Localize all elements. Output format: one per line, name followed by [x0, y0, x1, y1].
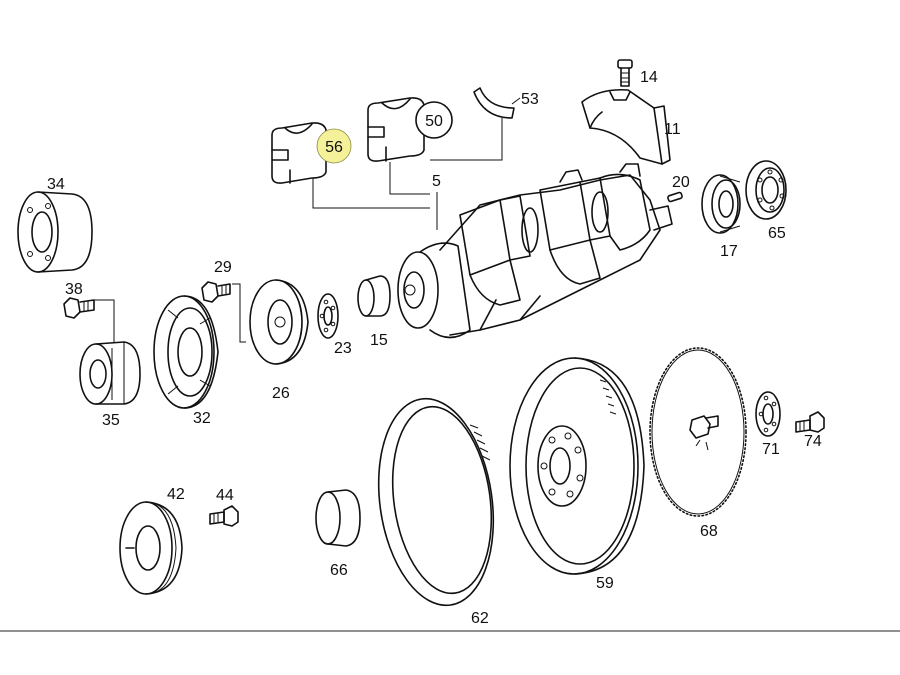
thrust-washer-53[interactable]	[473, 87, 521, 119]
pilot-bearing-17[interactable]	[701, 174, 741, 234]
callout-74: 74	[804, 433, 822, 450]
bearing-shell-56[interactable]	[271, 122, 327, 184]
sleeve-66[interactable]	[315, 489, 361, 547]
bearing-shell-50[interactable]	[367, 97, 425, 162]
belt-pulley-32[interactable]	[153, 295, 219, 409]
bearing-65[interactable]	[745, 160, 787, 220]
counterweight-11[interactable]	[581, 88, 671, 165]
callout-68: 68	[700, 523, 718, 540]
shim-71[interactable]	[755, 391, 781, 437]
callout-26: 26	[272, 385, 290, 402]
sleeve-15[interactable]	[357, 275, 391, 317]
callout-71: 71	[762, 441, 780, 458]
drive-plate-68[interactable]	[649, 347, 747, 517]
callout-20: 20	[672, 174, 690, 191]
vibration-damper-26[interactable]	[249, 279, 309, 365]
hub-35[interactable]	[79, 341, 141, 405]
callout-44: 44	[216, 487, 234, 504]
bolt-44[interactable]	[209, 505, 239, 527]
callout-32: 32	[193, 410, 211, 427]
callout-15: 15	[370, 332, 388, 349]
ring-gear-62[interactable]	[366, 391, 506, 613]
callout-17: 17	[720, 243, 738, 260]
callout-53: 53	[521, 91, 539, 108]
seal-housing-34[interactable]	[17, 191, 93, 273]
callout-62: 62	[471, 610, 489, 627]
callout-14: 14	[640, 69, 658, 86]
callout-59: 59	[596, 575, 614, 592]
crankshaft-5[interactable]	[397, 163, 673, 339]
callout-35: 35	[102, 412, 120, 429]
callout-56-label: 56	[325, 139, 343, 156]
pin-20[interactable]	[667, 191, 683, 203]
callout-50[interactable]: 50	[415, 101, 453, 139]
callout-29: 29	[214, 259, 232, 276]
callout-66: 66	[330, 562, 348, 579]
callout-38: 38	[65, 281, 83, 298]
pulley-42[interactable]	[119, 501, 183, 595]
leader-bracket-5	[312, 118, 503, 230]
callout-5: 5	[432, 173, 441, 190]
callout-65: 65	[768, 225, 786, 242]
bolt-38[interactable]	[63, 297, 115, 342]
bolt-14[interactable]	[617, 59, 633, 87]
washer-23[interactable]	[317, 293, 339, 339]
bolt-29[interactable]	[201, 281, 246, 343]
callout-11: 11	[664, 121, 681, 138]
bolt-74[interactable]	[795, 411, 825, 433]
callout-56[interactable]: 56	[316, 128, 352, 164]
callout-23: 23	[334, 340, 352, 357]
flywheel-59[interactable]	[509, 357, 645, 575]
callout-50-label: 50	[425, 113, 443, 130]
callout-34: 34	[47, 176, 65, 193]
callout-42: 42	[167, 486, 185, 503]
